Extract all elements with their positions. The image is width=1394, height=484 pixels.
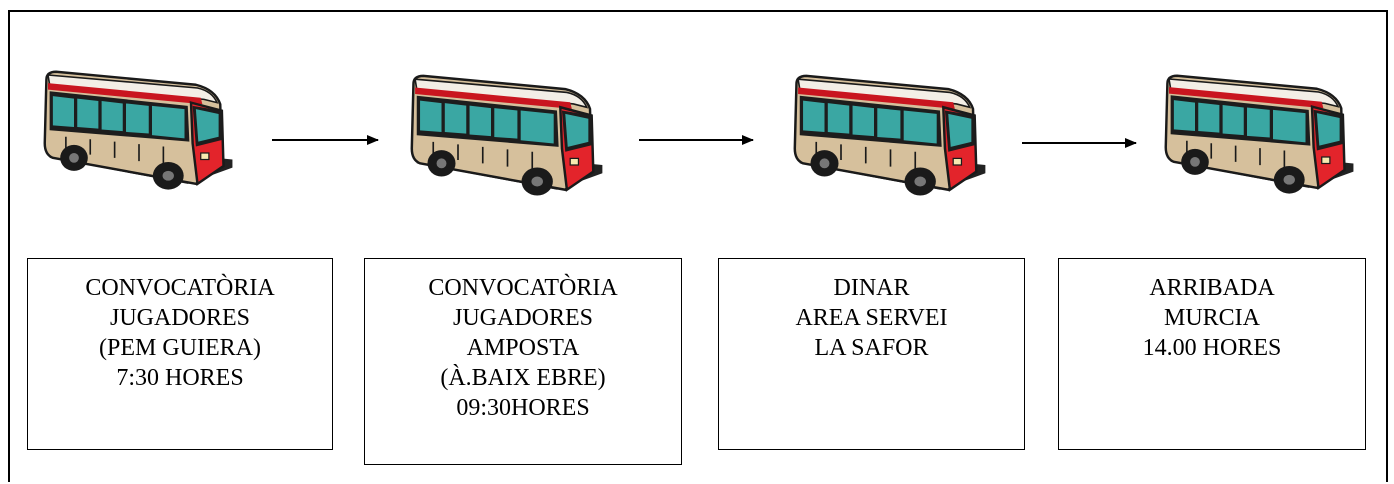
- stop-line: CONVOCATÒRIA: [85, 275, 275, 301]
- bus-icon: [410, 74, 604, 197]
- stop-box-murcia: ARRIBADA MURCIA 14.00 HORES: [1058, 258, 1366, 450]
- stop-box-pem-guiera: CONVOCATÒRIA JUGADORES (PEM GUIERA) 7:30…: [27, 258, 333, 450]
- stop-box-amposta: CONVOCATÒRIA JUGADORES AMPOSTA (À.BAIX E…: [364, 258, 682, 465]
- stop-line: JUGADORES: [109, 305, 250, 331]
- stop-box-la-safor: DINAR AREA SERVEI LA SAFOR: [718, 258, 1025, 450]
- stop-line: 7:30 HORES: [116, 365, 244, 391]
- bus-icon: [793, 74, 987, 197]
- stop-line: DINAR: [833, 275, 910, 301]
- stop-line: 09:30HORES: [456, 395, 590, 421]
- arrow-right-icon: [272, 135, 379, 145]
- stop-line: LA SAFOR: [814, 335, 929, 361]
- stop-line: AMPOSTA: [466, 335, 580, 361]
- stop-line: AREA SERVEI: [795, 305, 948, 331]
- stop-line: ARRIBADA: [1149, 275, 1275, 301]
- arrow-right-icon: [639, 135, 754, 145]
- diagram-frame: [8, 10, 1388, 482]
- stop-line: (PEM GUIERA): [99, 335, 261, 361]
- stop-line: CONVOCATÒRIA: [428, 275, 618, 301]
- bus-icon: [1164, 74, 1355, 195]
- stop-line: JUGADORES: [452, 305, 593, 331]
- bus-icon: [43, 70, 234, 191]
- stop-line: (À.BAIX EBRE): [440, 365, 606, 391]
- arrow-right-icon: [1022, 138, 1137, 148]
- stop-line: MURCIA: [1163, 305, 1260, 331]
- stop-line: 14.00 HORES: [1142, 335, 1282, 361]
